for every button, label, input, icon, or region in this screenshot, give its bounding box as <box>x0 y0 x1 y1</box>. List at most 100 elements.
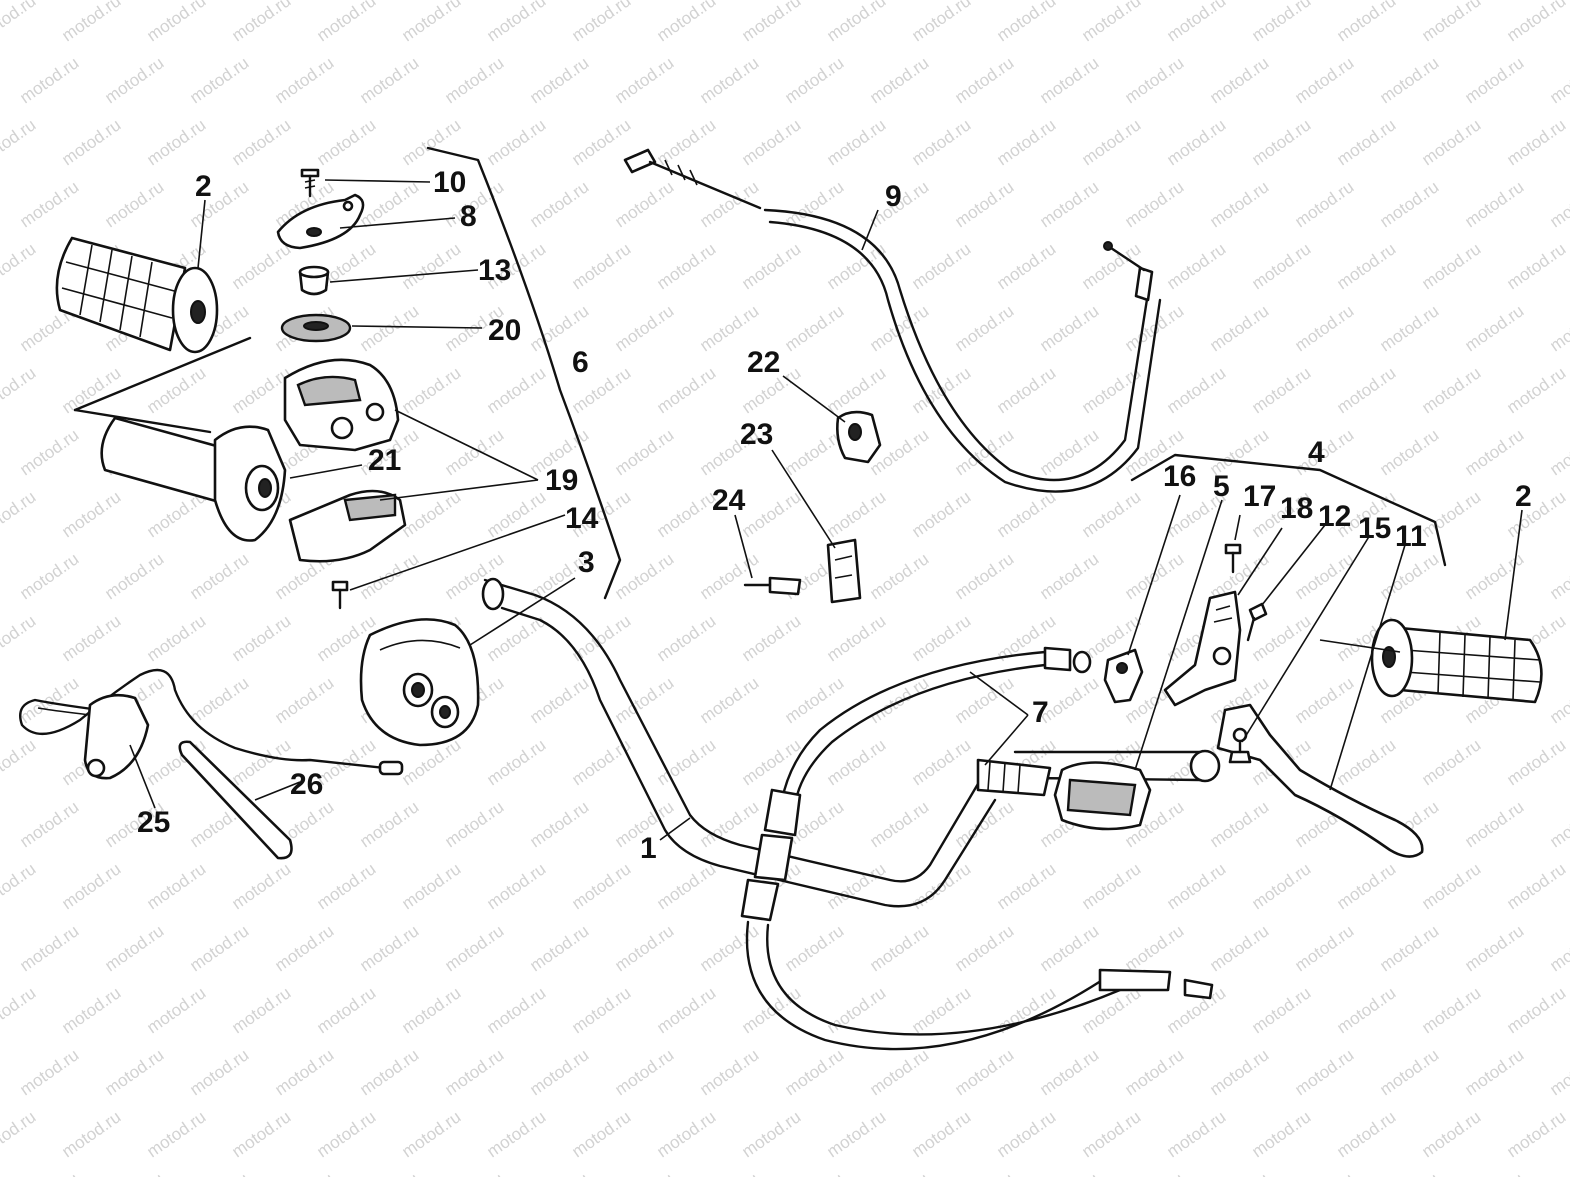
watermark-text: motod.ru <box>993 0 1059 45</box>
watermark-text: motod.ru <box>16 425 82 479</box>
watermark-text: motod.ru <box>143 115 209 169</box>
watermark-text: motod.ru <box>1206 1045 1272 1099</box>
watermark-text: motod.ru <box>143 611 209 665</box>
watermark-text: motod.ru <box>228 0 294 45</box>
watermark-text: motod.ru <box>58 487 124 541</box>
watermark-text: motod.ru <box>993 487 1059 541</box>
screw-part-12 <box>1246 602 1268 642</box>
watermark-text: motod.ru <box>993 859 1059 913</box>
watermark-text: motod.ru <box>398 1107 464 1161</box>
label-18: 18 <box>1280 492 1313 525</box>
watermark-text: motod.ru <box>908 0 974 45</box>
watermark-text: motod.ru <box>1461 549 1527 603</box>
watermark-text: motod.ru <box>1248 983 1314 1037</box>
watermark-text: motod.ru <box>1503 735 1569 789</box>
watermark-text: motod.ru <box>58 0 124 45</box>
label-15: 15 <box>1358 512 1391 545</box>
watermark-text: motod.ru <box>1333 735 1399 789</box>
watermark-text: motod.ru <box>1206 1169 1272 1177</box>
watermark-text: motod.ru <box>1546 549 1570 603</box>
watermark-text: motod.ru <box>0 611 39 665</box>
watermark-text: motod.ru <box>313 115 379 169</box>
watermark-text: motod.ru <box>1078 1107 1144 1161</box>
watermark-text: motod.ru <box>483 1107 549 1161</box>
watermark-text: motod.ru <box>1036 53 1102 107</box>
watermark-text: motod.ru <box>653 487 719 541</box>
watermark-text: motod.ru <box>1036 177 1102 231</box>
watermark-text: motod.ru <box>1206 797 1272 851</box>
watermark-text: motod.ru <box>526 53 592 107</box>
collar-part-13 <box>298 265 330 296</box>
watermark-text: motod.ru <box>1291 1169 1357 1177</box>
watermark-text: motod.ru <box>58 611 124 665</box>
watermark-text: motod.ru <box>228 735 294 789</box>
watermark-text: motod.ru <box>356 1045 422 1099</box>
label-5: 5 <box>1213 470 1230 503</box>
watermark-text: motod.ru <box>16 177 82 231</box>
watermark-text: motod.ru <box>356 301 422 355</box>
watermark-text: motod.ru <box>483 115 549 169</box>
watermark-text: motod.ru <box>568 983 634 1037</box>
watermark-text: motod.ru <box>1503 0 1569 45</box>
watermark-text: motod.ru <box>16 673 82 727</box>
watermark-text: motod.ru <box>1333 1107 1399 1161</box>
watermark-text: motod.ru <box>1121 301 1187 355</box>
watermark-text: motod.ru <box>781 1045 847 1099</box>
watermark-text: motod.ru <box>16 797 82 851</box>
watermark-text: motod.ru <box>0 363 39 417</box>
watermark-text: motod.ru <box>441 1045 507 1099</box>
watermark-text: motod.ru <box>483 735 549 789</box>
left-grip-part-2 <box>55 236 219 354</box>
watermark-text: motod.ru <box>228 859 294 913</box>
label-16: 16 <box>1163 460 1196 493</box>
watermark-text: motod.ru <box>823 487 889 541</box>
watermark-text: motod.ru <box>568 735 634 789</box>
watermark-text: motod.ru <box>1418 859 1484 913</box>
nut-part-15 <box>1228 740 1252 764</box>
watermark-text: motod.ru <box>271 673 337 727</box>
adjuster-part-16 <box>1103 648 1144 704</box>
watermark-text: motod.ru <box>611 549 677 603</box>
clutch-lever-part-11 <box>1216 703 1424 858</box>
watermark-text: motod.ru <box>1078 363 1144 417</box>
watermark-text: motod.ru <box>398 859 464 913</box>
watermark-text: motod.ru <box>271 921 337 975</box>
watermark-text: motod.ru <box>0 859 39 913</box>
watermark-text: motod.ru <box>1036 301 1102 355</box>
watermark-text: motod.ru <box>1418 1107 1484 1161</box>
watermark-text: motod.ru <box>58 983 124 1037</box>
watermark-text: motod.ru <box>398 487 464 541</box>
watermark-text: motod.ru <box>313 1107 379 1161</box>
watermark-text: motod.ru <box>738 0 804 45</box>
kill-switch-part-25 <box>18 668 404 780</box>
watermark-text: motod.ru <box>1036 1045 1102 1099</box>
watermark-text: motod.ru <box>356 1169 422 1177</box>
watermark-text: motod.ru <box>16 1045 82 1099</box>
watermark-text: motod.ru <box>1333 239 1399 293</box>
watermark-text: motod.ru <box>1206 921 1272 975</box>
watermark-text: motod.ru <box>1376 1169 1442 1177</box>
seal-part-20 <box>280 313 352 343</box>
watermark-text: motod.ru <box>738 487 804 541</box>
label-24: 24 <box>712 484 746 517</box>
watermark-text: motod.ru <box>1376 549 1442 603</box>
watermark-text: motod.ru <box>0 735 39 789</box>
watermark-text: motod.ru <box>1121 1045 1187 1099</box>
watermark-text: motod.ru <box>951 797 1017 851</box>
watermark-text: motod.ru <box>611 177 677 231</box>
watermark-text: motod.ru <box>58 363 124 417</box>
watermark-text: motod.ru <box>1461 177 1527 231</box>
watermark-text: motod.ru <box>951 549 1017 603</box>
watermark-text: motod.ru <box>866 301 932 355</box>
watermark-text: motod.ru <box>356 53 422 107</box>
watermark-text: motod.ru <box>696 673 762 727</box>
watermark-text: motod.ru <box>441 1169 507 1177</box>
watermark-text: motod.ru <box>823 363 889 417</box>
watermark-text: motod.ru <box>1163 239 1229 293</box>
watermark-text: motod.ru <box>0 239 39 293</box>
watermark-text: motod.ru <box>313 983 379 1037</box>
watermark-text: motod.ru <box>101 1045 167 1099</box>
watermark-text: motod.ru <box>1546 177 1570 231</box>
watermark-text: motod.ru <box>1376 921 1442 975</box>
watermark-text: motod.ru <box>866 549 932 603</box>
